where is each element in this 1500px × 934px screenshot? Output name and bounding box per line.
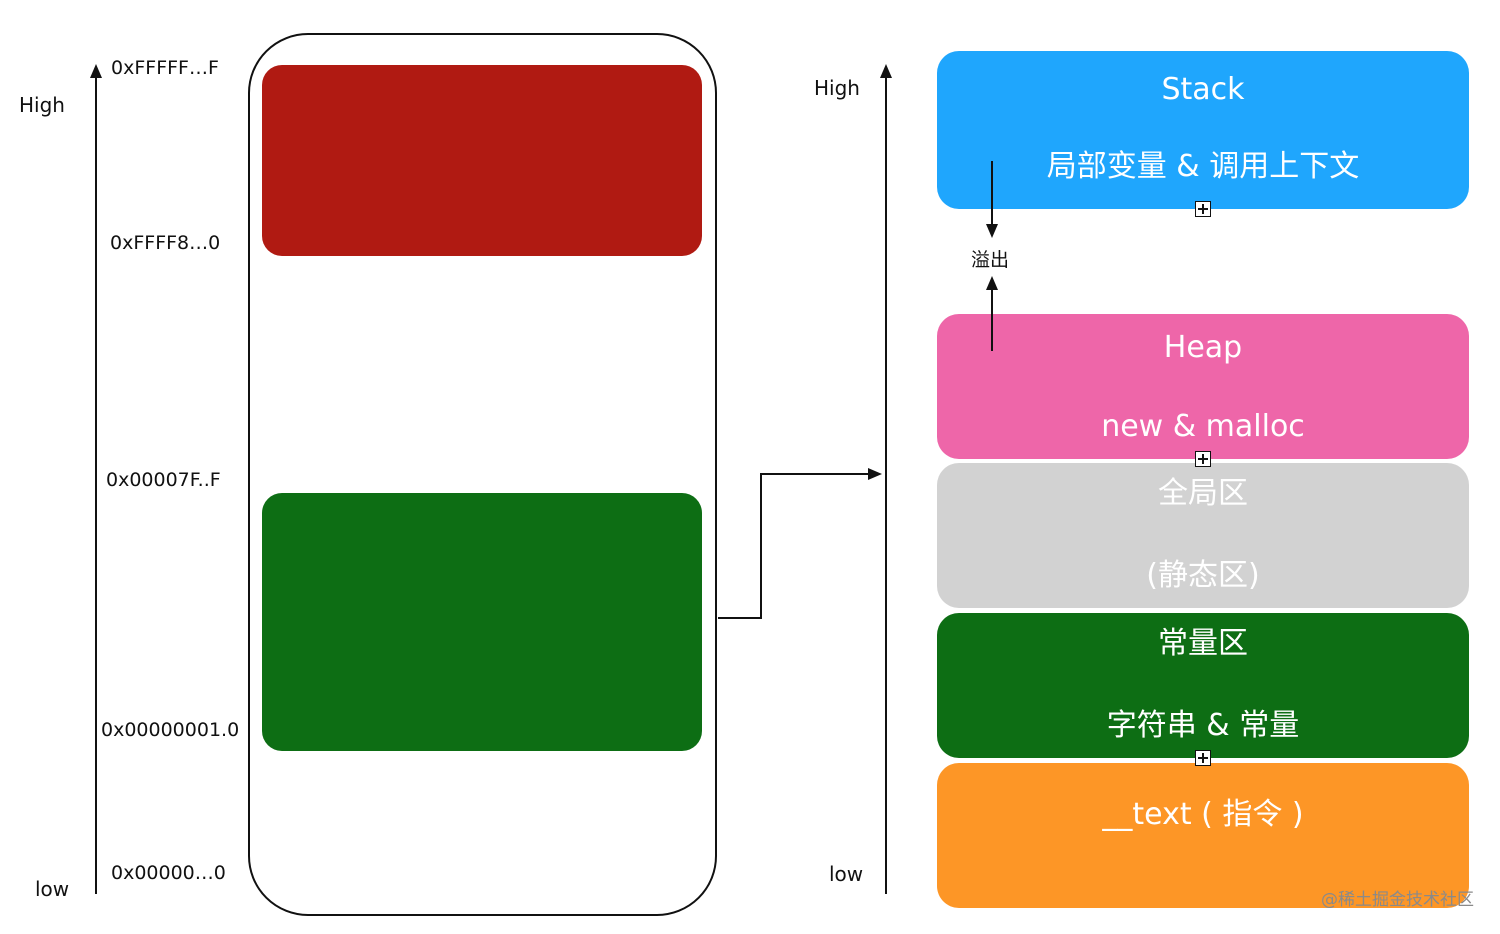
left-axis-line — [95, 74, 97, 894]
heap-segment: Heap new & malloc — [937, 314, 1469, 459]
connector-arrow — [868, 468, 882, 480]
segment-subtitle: (静态区) — [1146, 558, 1260, 593]
segment-title: __text ( 指令 ) — [1102, 797, 1304, 832]
address-label: 0x00000…0 — [111, 862, 226, 884]
right-axis-line — [885, 74, 887, 894]
heap-growth-line — [991, 287, 993, 351]
segment-subtitle: 字符串 & 常量 — [1106, 708, 1300, 743]
connector-line — [760, 473, 762, 619]
right-low-label: low — [829, 862, 864, 886]
text-segment: __text ( 指令 ) — [937, 763, 1469, 908]
kernel-space-block — [262, 65, 702, 256]
connector-line — [760, 473, 870, 475]
constant-segment: 常量区 字符串 & 常量 — [937, 613, 1469, 758]
left-low-label: low — [35, 877, 70, 901]
right-high-label: High — [814, 76, 860, 100]
left-high-label: High — [19, 93, 65, 117]
segment-title: 常量区 — [1158, 626, 1248, 661]
overflow-label: 溢出 — [971, 249, 1010, 271]
plus-icon — [1195, 451, 1211, 467]
segment-title: Heap — [1163, 330, 1243, 365]
address-label: 0xFFFF8…0 — [110, 232, 221, 254]
stack-growth-line — [991, 161, 993, 227]
plus-icon — [1195, 201, 1211, 217]
segment-title: 全局区 — [1158, 476, 1248, 511]
user-space-block — [262, 493, 702, 751]
stack-segment: Stack 局部变量 & 调用上下文 — [937, 51, 1469, 209]
stack-growth-arrow — [986, 224, 998, 238]
right-axis-arrow — [880, 64, 892, 78]
segment-subtitle: new & malloc — [1101, 409, 1305, 444]
address-label: 0xFFFFF…F — [111, 57, 219, 79]
address-label: 0x00000001.0 — [101, 719, 240, 741]
segment-title: Stack — [1161, 72, 1245, 107]
global-segment: 全局区 (静态区) — [937, 463, 1469, 608]
address-label: 0x00007F..F — [106, 469, 221, 491]
connector-line — [718, 617, 762, 619]
watermark: @稀土掘金技术社区 — [1321, 890, 1474, 910]
left-axis-arrow — [90, 64, 102, 78]
heap-growth-arrow — [986, 276, 998, 290]
plus-icon — [1195, 750, 1211, 766]
segment-subtitle: 局部变量 & 调用上下文 — [1046, 149, 1360, 184]
